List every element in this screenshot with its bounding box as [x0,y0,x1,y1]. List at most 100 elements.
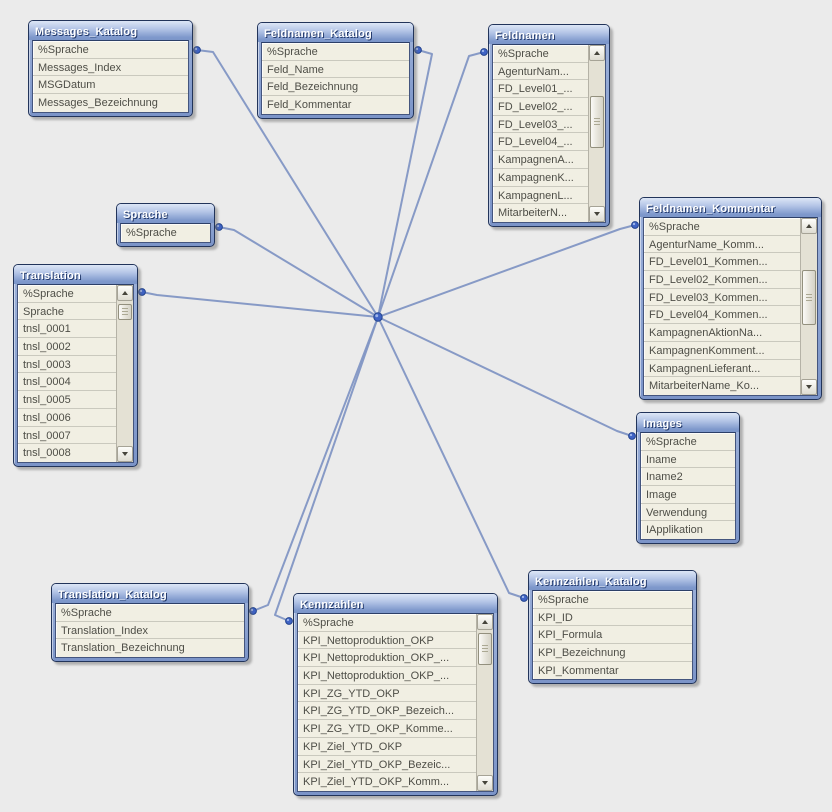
field-row[interactable]: tnsl_0005 [18,391,116,409]
vertical-scrollbar[interactable] [800,218,817,395]
table-header[interactable]: Messages_Katalog [29,21,192,40]
scroll-down-button[interactable] [801,378,817,395]
field-row-key[interactable]: %Sprache [641,433,735,451]
scroll-down-button[interactable] [477,774,493,791]
scroll-down-button[interactable] [117,445,133,462]
field-row[interactable]: KPI_ZG_YTD_OKP_Bezeich... [298,702,476,721]
field-row[interactable]: Messages_Bezeichnung [38,97,158,110]
field-row[interactable]: Translation_Index [56,622,244,640]
field-row[interactable]: IApplikation [646,524,703,537]
table-header[interactable]: Feldnamen [489,25,609,44]
scrollbar-thumb[interactable] [118,303,132,320]
vertical-scrollbar[interactable] [116,285,133,462]
table-header[interactable]: Kennzahlen [294,594,497,613]
field-row[interactable]: AgenturNam... [493,63,588,81]
field-row[interactable]: Iname [641,451,735,469]
field-row[interactable]: KPI_ZG_YTD_OKP_Komme... [298,720,476,738]
field-row[interactable]: KampagnenK... [493,169,588,187]
field-row-key[interactable]: %Sprache [644,218,800,236]
field-row[interactable]: FD_Level01_... [493,80,588,99]
field-row[interactable]: tnsl_0002 [18,338,116,356]
field-row-key[interactable]: %Sprache [298,614,476,632]
field-row-key[interactable]: %Sprache [33,41,188,59]
field-row[interactable]: KPI_Ziel_YTD_OKP_Komm... [303,776,450,789]
field-row[interactable]: KampagnenL... [493,187,588,205]
scroll-up-button[interactable] [801,218,817,234]
field-row[interactable]: KPI_Ziel_YTD_OKP [298,738,476,756]
field-row-key[interactable]: %Sprache [493,45,588,63]
field-row[interactable]: FD_Level03_... [493,116,588,134]
field-row[interactable]: tnsl_0007 [18,427,116,445]
field-row[interactable]: KPI_Nettoproduktion_OKP_... [298,649,476,668]
vertical-scrollbar[interactable] [476,614,493,791]
scroll-up-button[interactable] [589,45,605,61]
field-row[interactable]: KPI_Bezeichnung [533,644,692,662]
scroll-up-button[interactable] [117,285,133,301]
field-row[interactable]: Sprache [18,303,116,321]
table-header[interactable]: Feldnamen_Katalog [258,23,413,42]
field-row[interactable]: Image [641,486,735,504]
scrollbar-track[interactable] [801,234,817,379]
field-row[interactable]: Iname2 [641,468,735,487]
table-header[interactable]: Images [637,413,739,432]
field-row-key[interactable]: %Sprache [126,227,177,239]
field-row[interactable]: Feld_Bezeichnung [262,78,409,97]
field-row[interactable]: KPI_Nettoproduktion_OKP [298,632,476,650]
scrollbar-track[interactable] [117,301,133,446]
field-row[interactable]: tnsl_0001 [18,320,116,339]
field-row[interactable]: MSGDatum [33,76,188,95]
field-row[interactable]: MitarbeiterN... [498,207,568,220]
field-row[interactable]: KPI_Ziel_YTD_OKP_Bezeic... [298,756,476,774]
field-row[interactable]: FD_Level02_Kommen... [644,271,800,289]
field-row[interactable]: FD_Level03_Kommen... [644,289,800,307]
table-header[interactable]: Translation_Katalog [52,584,248,603]
table-header[interactable]: Kennzahlen_Katalog [529,571,696,590]
table-header[interactable]: Translation [14,265,137,284]
table-sprache[interactable]: Sprache %Sprache [116,203,215,247]
field-row[interactable]: FD_Level01_Kommen... [644,253,800,272]
scrollbar-track[interactable] [589,61,605,206]
field-row[interactable]: FD_Level04_... [493,133,588,152]
table-header[interactable]: Feldnamen_Kommentar [640,198,821,217]
scroll-up-button[interactable] [477,614,493,630]
field-row[interactable]: Verwendung [641,504,735,522]
scrollbar-thumb[interactable] [802,270,816,326]
scrollbar-thumb[interactable] [478,632,492,665]
field-row[interactable]: tnsl_0003 [18,356,116,374]
field-row[interactable]: MitarbeiterName_Ko... [649,380,760,393]
table-header[interactable]: Sprache [117,204,214,223]
field-row[interactable]: tnsl_0006 [18,409,116,427]
field-row[interactable]: KampagnenKomment... [644,342,800,360]
scroll-down-button[interactable] [589,205,605,222]
field-row-key[interactable]: %Sprache [533,591,692,609]
field-row[interactable]: KPI_Kommentar [538,664,619,677]
field-row[interactable]: KPI_Formula [533,626,692,645]
field-row[interactable]: tnsl_0008 [23,447,71,460]
field-row[interactable]: AgenturName_Komm... [644,236,800,254]
field-row[interactable]: Translation_Bezeichnung [61,642,185,655]
field-row[interactable]: KPI_Nettoproduktion_OKP_... [298,667,476,685]
field-row[interactable]: Feld_Kommentar [267,99,352,112]
field-row[interactable]: KampagnenLieferant... [644,360,800,378]
field-row[interactable]: KampagnenAktionNa... [644,324,800,342]
field-row[interactable]: KPI_ID [533,609,692,627]
field-row[interactable]: Messages_Index [33,59,188,77]
field-row[interactable]: Feld_Name [262,61,409,79]
field-row[interactable]: FD_Level04_Kommen... [644,306,800,325]
field-row[interactable]: KampagnenA... [493,151,588,169]
field-row[interactable]: tnsl_0004 [18,373,116,392]
field-row[interactable]: FD_Level02_... [493,98,588,116]
vertical-scrollbar[interactable] [588,45,605,222]
scrollbar-thumb[interactable] [590,95,604,148]
field-row-key[interactable]: %Sprache [18,285,116,303]
field-row-key[interactable]: %Sprache [56,604,244,622]
